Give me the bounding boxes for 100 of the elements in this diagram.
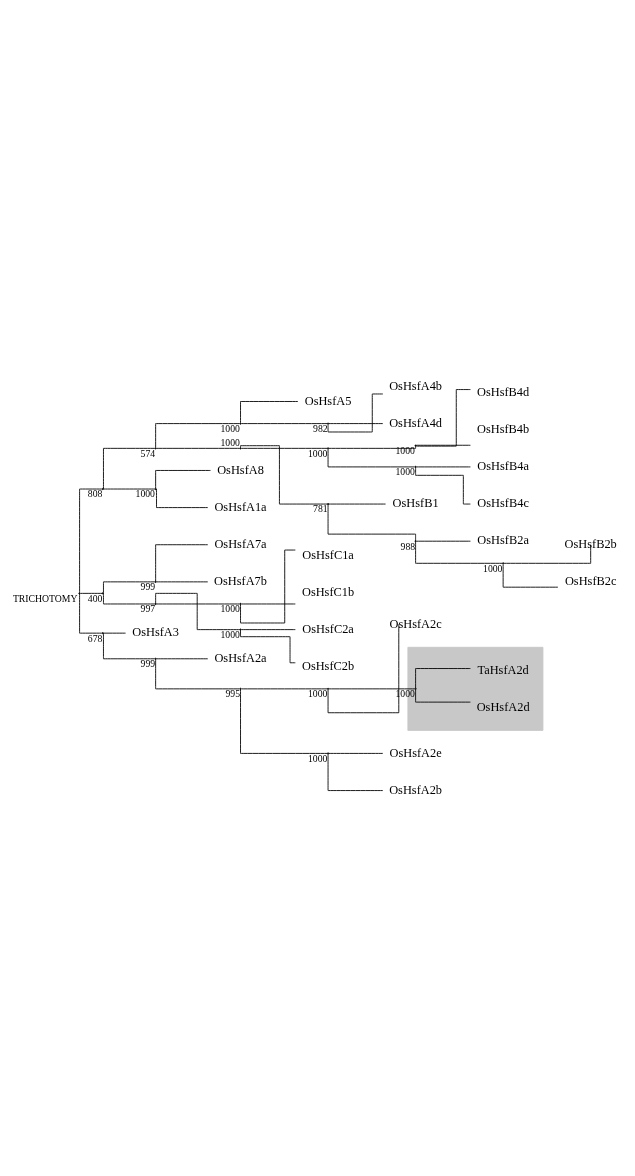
node-point: [154, 487, 157, 490]
node-label: 982: [313, 422, 328, 434]
node-point: [154, 446, 157, 449]
connector: [415, 667, 471, 688]
connector: [103, 632, 156, 659]
node-point: [101, 591, 104, 594]
node-point: [327, 751, 330, 754]
node-text: OsHsfB1: [392, 495, 439, 510]
node-text: OsHsfA5: [304, 393, 352, 408]
node-label: TRICHOTOMY: [12, 592, 78, 604]
node-text: OsHsfA1a: [214, 499, 267, 514]
node-label: 1000: [307, 687, 328, 699]
node-text: OsHsfA2a: [214, 650, 267, 665]
node-point: [327, 446, 330, 449]
node-label: 997: [140, 602, 156, 614]
node-text: OsHsfA2c: [389, 616, 442, 631]
node-label: 999: [140, 580, 156, 592]
node-point: [327, 422, 330, 425]
node-label: 1000: [220, 422, 240, 434]
connector: [156, 447, 241, 449]
connector: [79, 593, 103, 634]
node-text: OsHsfA7a: [214, 536, 267, 551]
node-text: OsHsfC2a: [302, 621, 354, 636]
connector: [415, 688, 471, 703]
connector: [416, 540, 471, 542]
node-point: [239, 687, 242, 690]
node-label: 574: [140, 447, 156, 459]
node-text: OsHsfA4b: [389, 378, 443, 393]
node-point: [502, 561, 505, 564]
connector: [155, 543, 209, 582]
node-point: [101, 487, 104, 490]
node-point: [414, 465, 417, 468]
node-point: [414, 444, 417, 447]
connector: [415, 541, 503, 564]
node-point: [327, 687, 330, 690]
connector: [328, 687, 416, 689]
connector: [416, 466, 471, 467]
connector: [328, 752, 384, 754]
node-label: 1000: [135, 487, 155, 499]
connector: [103, 592, 156, 604]
connector: [240, 444, 328, 504]
connector: [502, 563, 559, 588]
node-text: OsHsfA3: [132, 624, 179, 639]
node-point: [327, 502, 330, 505]
connector: [328, 422, 384, 424]
node-label: 678: [87, 632, 103, 644]
connector: [240, 400, 299, 423]
node-label: 988: [400, 540, 416, 552]
node-point: [78, 591, 81, 594]
node-point: [239, 602, 242, 605]
node-label: 1000: [483, 562, 503, 574]
node-label: 1000: [395, 687, 415, 699]
node-text: OsHsfA2d: [476, 699, 530, 714]
node-text: OsHsfB2c: [564, 573, 617, 588]
connector: [241, 687, 328, 689]
node-text: OsHsfB2b: [564, 536, 617, 551]
node-text: OsHsfB2a: [477, 532, 529, 547]
node-point: [414, 687, 417, 690]
node-point: [154, 602, 157, 605]
connector: [156, 488, 209, 508]
node-label: 400: [87, 592, 103, 604]
connector: [241, 447, 328, 449]
node-text: OsHsfB4a: [477, 458, 529, 473]
connector: [156, 657, 209, 659]
connector: [103, 447, 156, 489]
connector: [155, 422, 240, 448]
node-point: [154, 580, 157, 583]
node-label: 1000: [220, 602, 240, 614]
node-point: [239, 446, 242, 449]
node-text: OsHsfB4d: [477, 384, 530, 399]
node-label: 1000: [307, 447, 328, 459]
connector: [156, 580, 209, 582]
connector: [103, 632, 126, 634]
connector: [103, 488, 156, 489]
node-label: 999: [140, 657, 156, 669]
node-text: OsHsfB4c: [477, 495, 529, 510]
connector: [327, 503, 417, 541]
node-label: 1000: [220, 436, 240, 448]
connector: [79, 488, 103, 593]
node-text: OsHsfA4d: [389, 415, 443, 430]
node-text: OsHsfA2b: [389, 782, 443, 797]
connector: [328, 503, 386, 504]
node-text: OsHsfA7b: [214, 573, 267, 588]
connector: [328, 445, 417, 449]
node-text: OsHsfC1b: [301, 584, 355, 599]
node-point: [239, 628, 242, 631]
node-label: 808: [87, 487, 103, 499]
node-text: OsHsfA8: [217, 462, 264, 477]
connector: [240, 688, 328, 754]
connector: [415, 444, 471, 446]
connector: [241, 422, 328, 424]
node-text: OsHsfC1a: [302, 547, 354, 562]
node-point: [414, 539, 417, 542]
node-label: 995: [225, 687, 241, 699]
node-text: OsHsfB4b: [477, 421, 530, 436]
node-point: [239, 422, 242, 425]
node-text: TaHsfA2d: [477, 662, 529, 677]
connector: [80, 592, 103, 594]
connector: [327, 753, 384, 791]
node-text: OsHsfA2e: [389, 745, 442, 760]
